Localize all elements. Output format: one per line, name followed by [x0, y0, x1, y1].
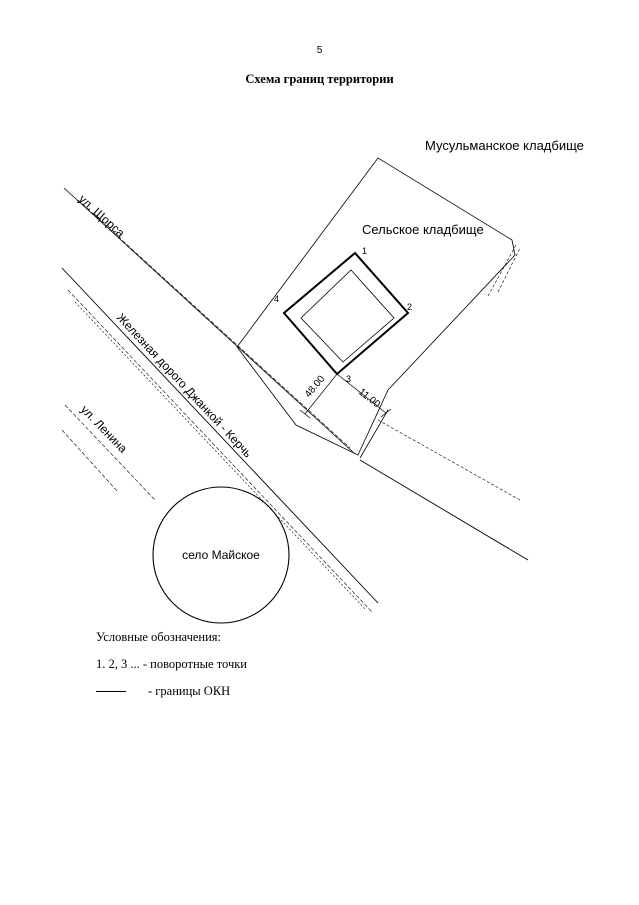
label-rural-cemetery: Сельское кладбище: [362, 222, 484, 237]
railway-line-1: [61, 267, 379, 604]
page-title: Схема границ территории: [245, 72, 394, 86]
boundary-hatch: [359, 258, 407, 311]
turning-point-2: 2: [407, 302, 412, 312]
territory-lower-boundary: [359, 409, 389, 459]
inner-building-outline: [300, 269, 395, 363]
dimension-line-11: [336, 373, 387, 414]
label-railway: Железная дорого Джанкой - Керчь: [114, 310, 255, 460]
shchorsa-street-line-1: [63, 187, 356, 455]
lenina-street-line-2: [61, 429, 119, 493]
east-road-line-4: [487, 244, 517, 297]
railway-line-2: [67, 289, 373, 613]
east-road-line-2: [377, 419, 521, 501]
okn-boundary: [282, 251, 410, 376]
legend-boundary: - границы ОКН: [96, 684, 230, 699]
legend-boundary-text: - границы ОКН: [148, 684, 231, 698]
railway-line-3: [74, 301, 367, 611]
legend-boundary-line: [96, 691, 126, 692]
dimension-line-48: [304, 373, 338, 415]
dimension-tick-1: [299, 409, 311, 419]
cemetery-territory-outline: [236, 157, 516, 456]
label-shchorsa-street: ул. Щорса: [76, 192, 128, 241]
dimension-label-48: 48.00: [303, 373, 328, 400]
shchorsa-street-line-2: [77, 199, 351, 449]
label-muslim-cemetery: Мусульманское кладбище: [425, 138, 584, 153]
label-village: село Майское: [182, 548, 260, 562]
village-circle: [152, 486, 290, 624]
lenina-street-line-1: [64, 404, 156, 501]
east-road-line-3: [497, 247, 521, 293]
turning-point-4: 4: [274, 294, 279, 304]
turning-point-3: 3: [346, 374, 351, 384]
page-number: 5: [316, 45, 323, 56]
legend-title: Условные обозначения:: [96, 630, 222, 644]
dimension-tick-2: [380, 408, 392, 418]
east-road-line-1: [359, 459, 529, 561]
turning-point-1: 1: [362, 246, 367, 256]
label-lenina-street: ул. Ленина: [78, 402, 130, 456]
legend-turning-points: 1. 2, 3 ... - поворотные точки: [96, 657, 248, 671]
